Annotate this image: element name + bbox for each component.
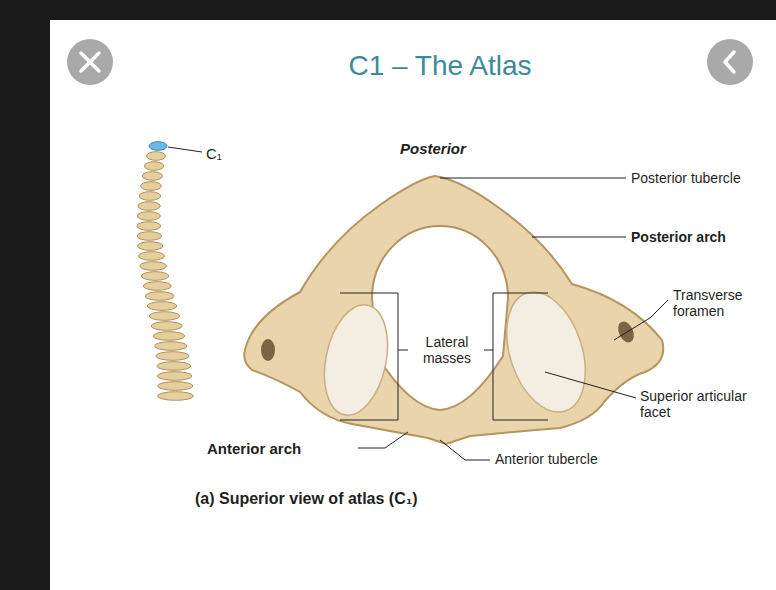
part-label: Transverse foramen: [673, 287, 769, 319]
articular-facet-left: [315, 299, 397, 421]
close-icon: [81, 53, 99, 71]
part-label: Lateral masses: [411, 334, 483, 366]
c1-vertebra: [149, 142, 167, 151]
atlas-bone: [244, 176, 663, 444]
vertebra: [155, 342, 187, 351]
vertebra-label: C₁: [206, 145, 222, 162]
vertebra: [139, 192, 161, 201]
orientation-label: Posterior: [400, 140, 466, 157]
part-label: Posterior tubercle: [631, 170, 741, 186]
vertebra: [156, 352, 189, 361]
part-label: Anterior arch: [207, 440, 301, 457]
vertebra: [147, 152, 166, 161]
close-button: [67, 39, 113, 85]
vertebra: [138, 242, 163, 251]
vertebra: [142, 172, 162, 181]
vertebra: [143, 282, 171, 291]
articular-facet-right: [493, 282, 600, 422]
part-label: Superior articular facet: [640, 388, 772, 420]
vertebra: [141, 182, 162, 191]
vertebra: [144, 162, 163, 171]
caption: (a) Superior view of atlas (C₁): [195, 490, 418, 508]
vertebra: [137, 212, 160, 221]
vertebra: [153, 332, 185, 341]
vertebra: [137, 222, 161, 231]
vertebra: [141, 272, 168, 281]
vertebra: [147, 302, 177, 311]
vertebra: [145, 292, 174, 301]
leader-lines: [168, 147, 668, 460]
back-icon: [725, 52, 734, 72]
vertebra: [158, 392, 194, 401]
vertebra: [157, 372, 192, 381]
transverse-foramen-left: [261, 339, 275, 361]
vertebra: [140, 262, 167, 271]
vertebra: [151, 322, 182, 331]
back-button: [707, 39, 753, 85]
vertebra: [149, 312, 179, 321]
vertebra: [137, 232, 161, 241]
part-label: Anterior tubercle: [495, 451, 598, 467]
vertebra: [157, 362, 191, 371]
vertebra: [139, 252, 165, 261]
white-card: [50, 20, 776, 590]
spine-illustration: [137, 142, 194, 401]
transverse-foramen-right: [615, 319, 637, 345]
title: C1 – The Atlas: [200, 50, 680, 82]
part-label: Posterior arch: [631, 229, 726, 245]
vertebra: [138, 202, 160, 211]
vertebra: [158, 382, 193, 391]
